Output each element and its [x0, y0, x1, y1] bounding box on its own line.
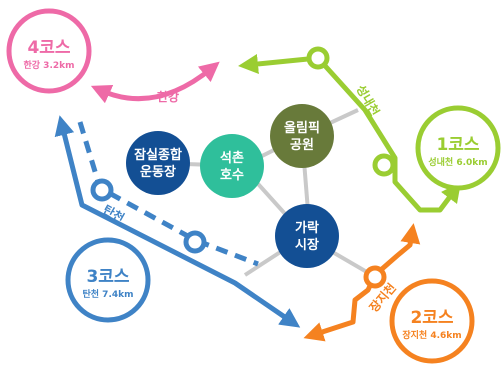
node-jamsil-circle [126, 131, 190, 195]
seongnaecheon-route [238, 54, 461, 213]
jangjicheon-waypoint [363, 265, 387, 289]
course-3-title: 3코스 [86, 267, 129, 287]
course-4-ring [6, 8, 92, 94]
course-4-title: 4코스 [27, 38, 70, 58]
tancheon-route [54, 115, 301, 328]
node-garak-circle [275, 204, 339, 268]
node-olympic-circle [270, 104, 334, 168]
node-olympic-line2: 공원 [290, 138, 314, 153]
seongnaecheon-waypoint-top [306, 46, 330, 70]
tancheon-label: 탄천 [101, 202, 128, 226]
node-jamsil-line2: 운동장 [140, 164, 176, 180]
course-3-subtitle: 탄천 7.4km [82, 288, 133, 300]
hangang-route [90, 61, 220, 104]
seongnaecheon-waypoint-bottom [372, 153, 396, 177]
node-seokchon[interactable]: 석촌 호수 [200, 134, 264, 198]
course-2-subtitle: 장지천 4.6km [402, 329, 461, 341]
course-1-ring [415, 105, 501, 191]
course-2-title: 2코스 [410, 308, 453, 328]
course-3-ring [65, 237, 151, 323]
course-4-subtitle: 한강 3.2km [23, 59, 74, 71]
course-4-badge[interactable]: 4코스 한강 3.2km [6, 8, 92, 94]
course-2-badge[interactable]: 2코스 장지천 4.6km [389, 278, 475, 364]
node-seokchon-line1: 석촌 [220, 151, 244, 166]
tancheon-waypoint-right [183, 230, 207, 254]
node-jamsil[interactable]: 잠실종합 운동장 [126, 131, 190, 195]
course-3-badge[interactable]: 3코스 탄천 7.4km [65, 237, 151, 323]
course-2-ring [389, 278, 475, 364]
node-garak-line2: 시장 [295, 237, 319, 253]
node-olympic[interactable]: 올림픽 공원 [270, 104, 334, 168]
tancheon-waypoint-left [90, 178, 114, 202]
node-seokchon-line2: 호수 [220, 168, 244, 183]
course-1-title: 1코스 [436, 135, 479, 155]
course-1-subtitle: 성내천 6.0km [428, 156, 487, 168]
node-olympic-line1: 올림픽 [284, 120, 320, 136]
node-garak[interactable]: 가락 시장 [275, 204, 339, 268]
tancheon-dashed-route [77, 121, 259, 267]
course-1-badge[interactable]: 1코스 성내천 6.0km [415, 105, 501, 191]
node-jamsil-line1: 잠실종합 [134, 147, 182, 163]
hangang-label: 한강 [157, 89, 179, 104]
node-garak-line1: 가락 [295, 221, 319, 236]
node-seokchon-circle [200, 134, 264, 198]
